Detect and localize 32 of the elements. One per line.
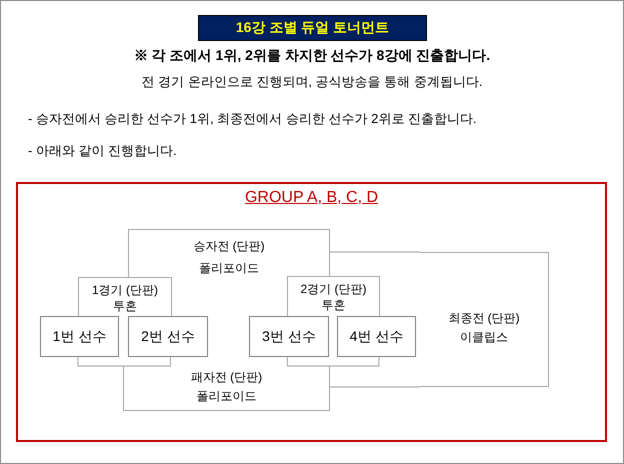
player-label: 3번 선수 — [261, 328, 317, 346]
match-bracket — [123, 366, 330, 411]
group-heading: GROUP A, B, C, D — [244, 189, 380, 207]
match-bracket — [420, 252, 549, 387]
player-box — [249, 316, 329, 357]
map-name: 투혼 — [320, 297, 346, 314]
match-label: 최종전 (단판) — [447, 310, 521, 327]
match-label: 1경기 (단판) — [91, 282, 159, 299]
match-label: 패자전 (단판) — [190, 369, 264, 386]
match-bracket — [128, 229, 330, 277]
bracket-line — [286, 356, 380, 366]
player-label: 2번 선수 — [140, 328, 196, 346]
player-box — [337, 316, 416, 357]
rule-text: - 승자전에서 승리한 선수가 1위, 최종전에서 승리한 선수가 2위로 진출합니다. — [28, 110, 477, 128]
note-text: ※ 각 조에서 1위, 2위를 차지한 선수가 8강에 진출합니다. — [132, 47, 492, 65]
player-label: 4번 선수 — [348, 328, 404, 346]
map-name: 폴리포이드 — [196, 388, 258, 405]
note-text: 전 경기 온라인으로 진행되며, 공식방송을 통해 중계됩니다. — [140, 73, 484, 91]
rule-text: - 아래와 같이 진행합니다. — [28, 142, 177, 160]
title-text: 16강 조별 듀얼 토너먼트 — [234, 19, 390, 37]
title-banner — [198, 15, 427, 41]
match-label: 승자전 (단판) — [192, 238, 266, 255]
map-name: 폴리포이드 — [198, 260, 260, 277]
match-label: 2경기 (단판) — [300, 281, 368, 298]
player-box — [128, 316, 208, 357]
player-box — [40, 316, 119, 357]
bracket-line — [330, 386, 420, 388]
map-name: 이클립스 — [459, 329, 509, 346]
map-name: 투혼 — [112, 298, 138, 315]
bracket-line — [77, 356, 171, 366]
player-label: 1번 선수 — [52, 328, 108, 346]
group-frame — [16, 182, 607, 442]
